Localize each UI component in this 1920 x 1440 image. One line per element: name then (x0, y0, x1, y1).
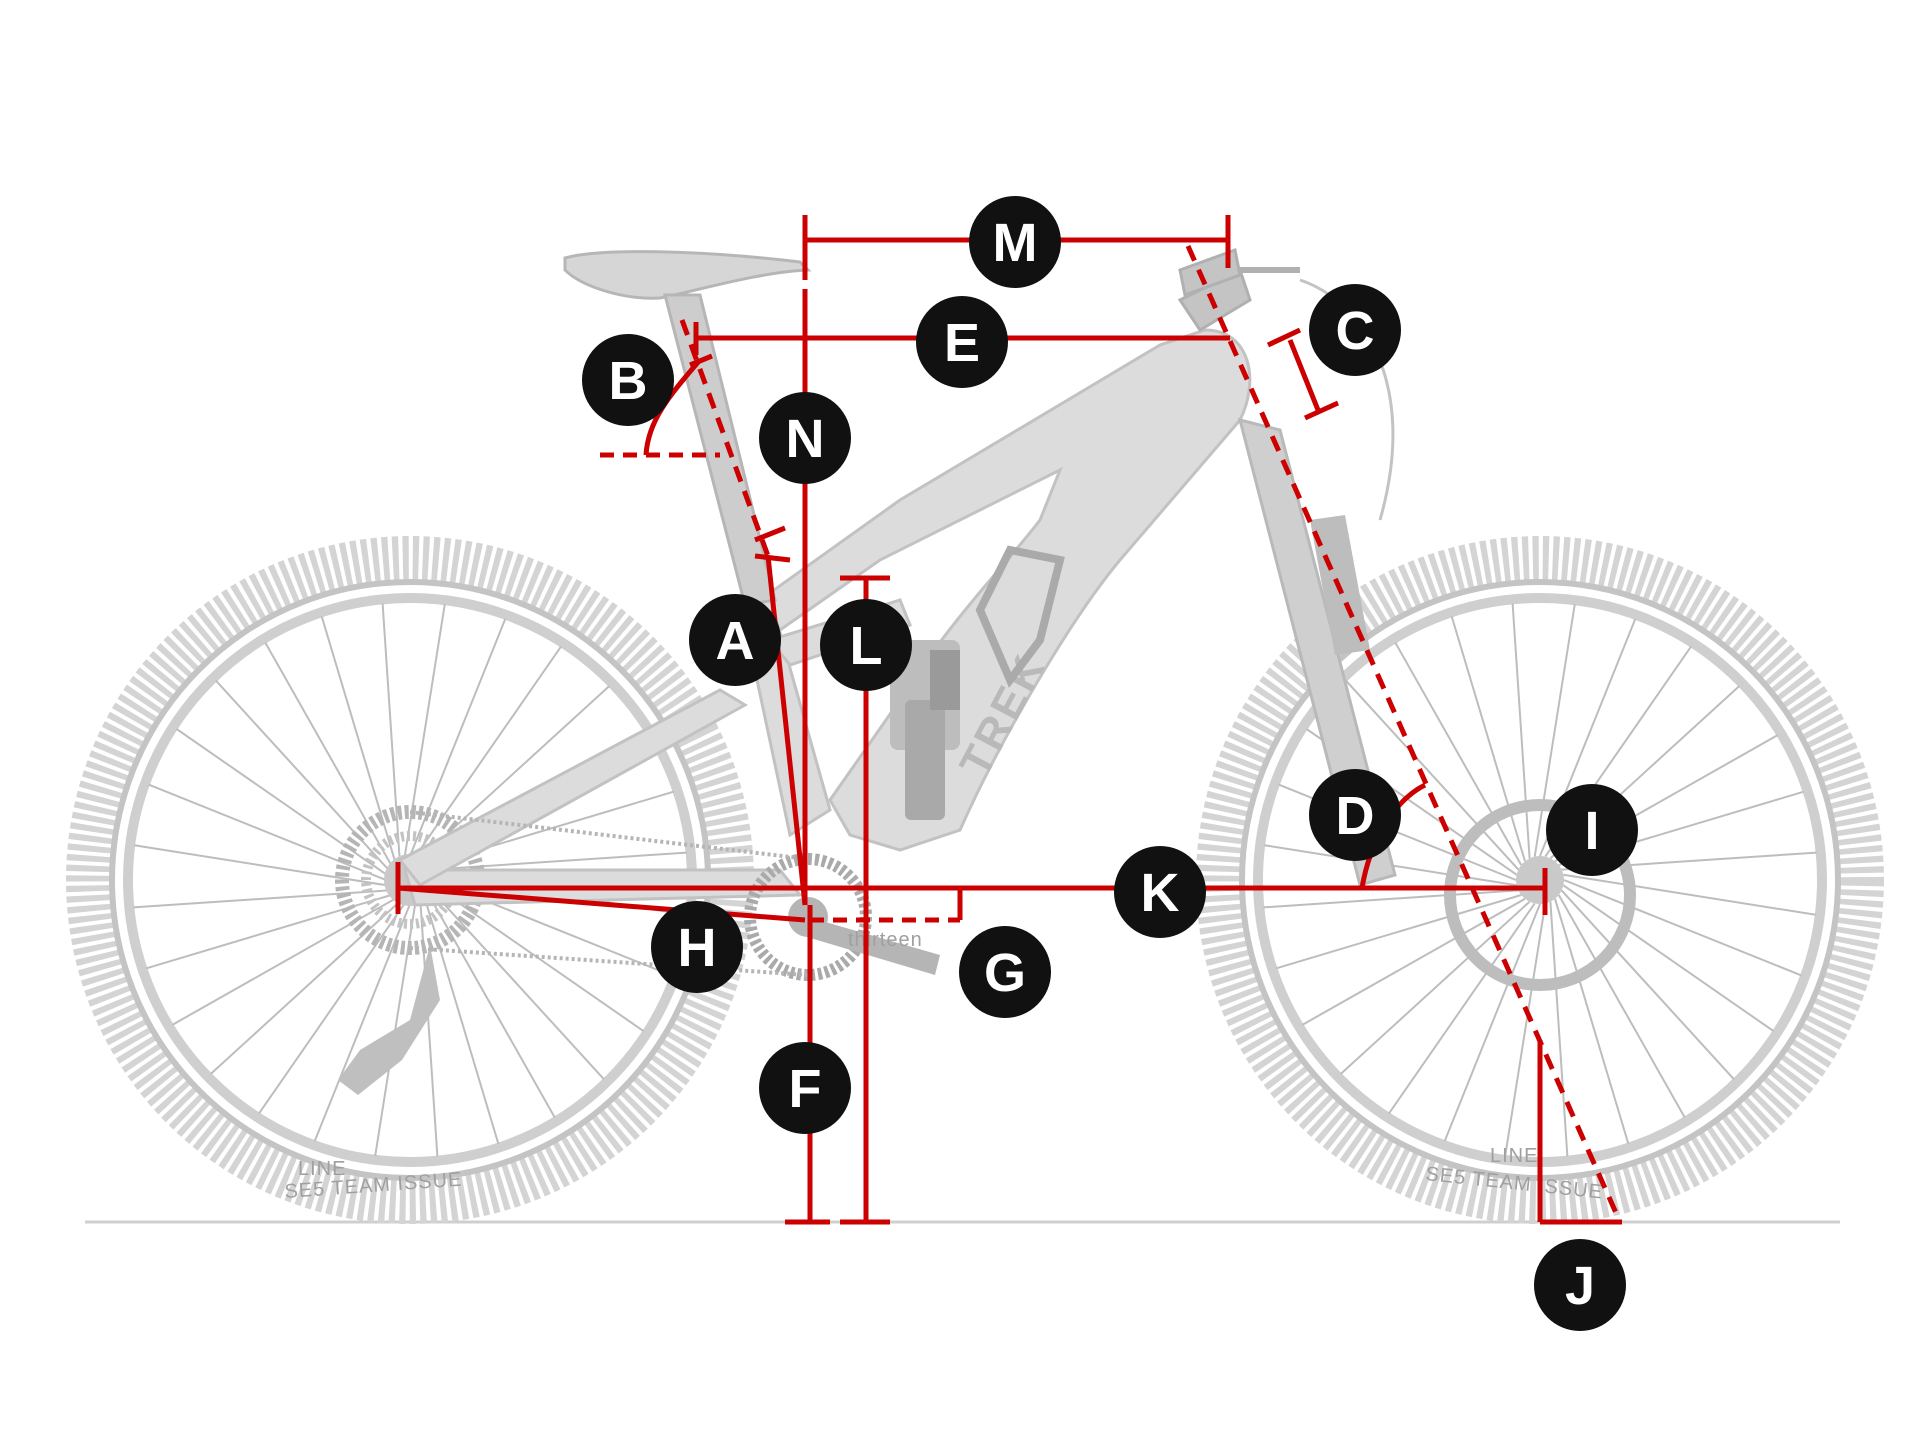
spoke (1302, 897, 1526, 1026)
spoke (381, 603, 401, 859)
brake-rotor (1444, 799, 1636, 991)
spoke (148, 783, 387, 881)
svg-text:J: J (1565, 1256, 1595, 1316)
measure-line-a (765, 555, 808, 906)
svg-text:K: K (1141, 863, 1180, 923)
spoke (1511, 603, 1531, 859)
rear-shock (890, 640, 960, 820)
rear-derailleur (338, 945, 440, 1095)
seatstay (397, 688, 749, 887)
label-l: L (820, 599, 912, 691)
spoke (1554, 898, 1630, 1144)
bottle-cage (975, 545, 1065, 688)
rear-tire-brand: LINE (298, 1158, 346, 1180)
spoke (430, 889, 605, 1080)
svg-text:E: E (944, 313, 980, 373)
spoke (258, 902, 406, 1114)
spoke (134, 844, 387, 887)
cockpit (1177, 247, 1300, 333)
spoke (1276, 894, 1522, 970)
svg-text:I: I (1584, 801, 1599, 861)
label-f: F (759, 1042, 851, 1134)
spoke (431, 851, 687, 871)
label-b: B (582, 334, 674, 426)
spoke (1388, 902, 1536, 1114)
spoke (313, 903, 411, 1142)
svg-text:N: N (786, 409, 825, 469)
svg-text:L: L (850, 616, 883, 676)
main-frame (757, 328, 1252, 852)
front-spokes (1263, 603, 1817, 1157)
label-a: A (689, 594, 781, 686)
svg-text:H: H (678, 918, 717, 978)
spoke (1562, 884, 1774, 1032)
steering-axis (1185, 244, 1623, 1224)
label-n: N (759, 392, 851, 484)
crank-label: thirteen (848, 929, 923, 951)
svg-text:M: M (993, 213, 1038, 273)
label-e: E (916, 296, 1008, 388)
measure-line-c (1287, 339, 1321, 411)
svg-text:D: D (1336, 786, 1375, 846)
label-m: M (969, 196, 1061, 288)
front-tire-brand: LINE (1490, 1145, 1538, 1167)
spoke (210, 900, 401, 1075)
spoke (1533, 604, 1576, 857)
spoke (427, 894, 556, 1118)
svg-text:A: A (716, 611, 755, 671)
spoke (1340, 900, 1531, 1075)
svg-text:B: B (609, 351, 648, 411)
seat-tube-axis (679, 319, 771, 557)
label-i: I (1546, 784, 1638, 876)
label-g: G (959, 926, 1051, 1018)
spoke (1563, 879, 1802, 977)
chain (409, 810, 809, 977)
spoke (424, 898, 500, 1144)
label-j: J (1534, 1239, 1626, 1331)
label-c: C (1309, 284, 1401, 376)
saddle (563, 250, 812, 300)
spoke (1557, 894, 1686, 1118)
label-bubbles: M E C B N A L D (582, 196, 1638, 1331)
measure-line-h (397, 885, 806, 923)
spoke (403, 604, 446, 857)
spoke (1563, 873, 1816, 916)
spoke (1345, 680, 1520, 871)
spoke (1504, 903, 1547, 1156)
label-h: H (651, 901, 743, 993)
label-k: K (1114, 846, 1206, 938)
spoke (1443, 903, 1541, 1142)
spoke (1394, 642, 1523, 866)
svg-text:F: F (789, 1059, 822, 1119)
spoke (1560, 889, 1735, 1080)
svg-text:C: C (1336, 301, 1375, 361)
svg-text:G: G (984, 943, 1026, 1003)
spoke (1549, 901, 1569, 1157)
spoke (1450, 616, 1526, 862)
label-d: D (1309, 769, 1401, 861)
spoke (1263, 889, 1519, 909)
